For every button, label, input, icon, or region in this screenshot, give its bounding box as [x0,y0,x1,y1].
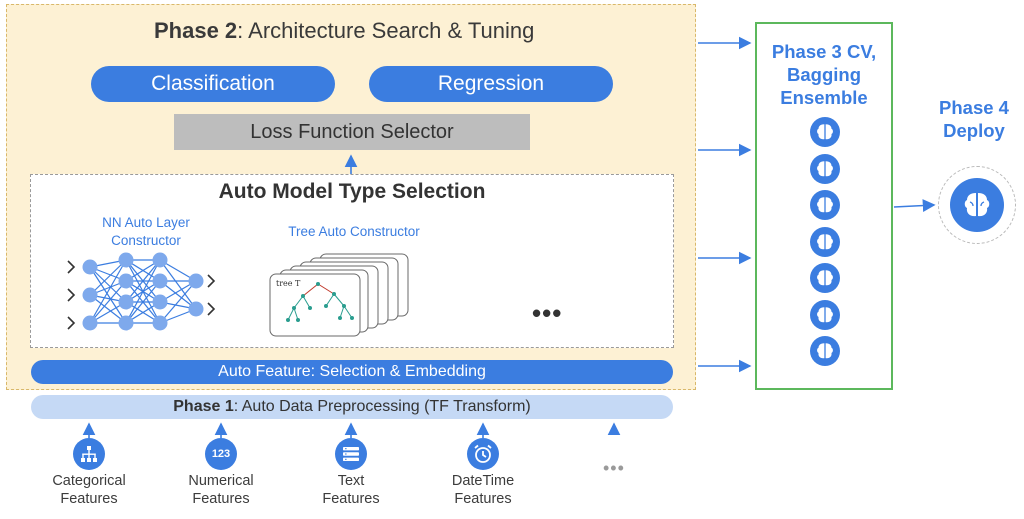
brain-icon [810,226,840,257]
text-list-icon [335,438,367,470]
nn-node [118,252,134,268]
numbers-icon: 123 [205,438,237,470]
nn-constructor-label: NN Auto Layer Constructor [102,215,190,248]
nn-node [188,301,204,317]
brain-icon [810,263,840,293]
nn-node [82,287,98,303]
nn-node [152,294,168,310]
classification-pill: Classification [91,66,335,102]
brain-icon [810,190,840,220]
brain-icon [810,336,840,366]
phase2-title: Phase 2: Architecture Search & Tuning [154,18,535,43]
deploy-ring [938,166,1016,244]
brain-icon [810,153,840,184]
tree-card-label: tree T [276,279,301,288]
brain-icon [810,117,840,147]
model-type-title: Auto Model Type Selection [218,180,486,203]
nn-node [118,273,134,289]
clock-icon [467,438,499,470]
regression-pill: Regression [369,66,613,102]
nn-node [82,315,98,331]
tree-ensemble-icon: tree T [269,253,409,337]
nn-node [118,315,134,331]
hierarchy-icon [73,438,105,470]
brain-icon [810,299,840,330]
nn-node [152,273,168,289]
nn-node [82,259,98,275]
tree-constructor-label: Tree Auto Constructor [288,224,420,239]
auto-feature-bar: Auto Feature: Selection & Embedding [31,360,673,384]
brain-icon [950,178,1004,232]
loss-function-selector: Loss Function Selector [174,114,530,150]
more-models-ellipsis: ••• [532,298,563,328]
nn-node [152,315,168,331]
phase1-bar: Phase 1: Auto Data Preprocessing (TF Tra… [31,395,673,419]
nn-node [118,294,134,310]
nn-node [188,273,204,289]
nn-node [152,252,168,268]
arrow-to-deploy [893,199,936,212]
more-inputs-ellipsis: ••• [603,458,625,478]
neural-network-icon [67,252,216,331]
